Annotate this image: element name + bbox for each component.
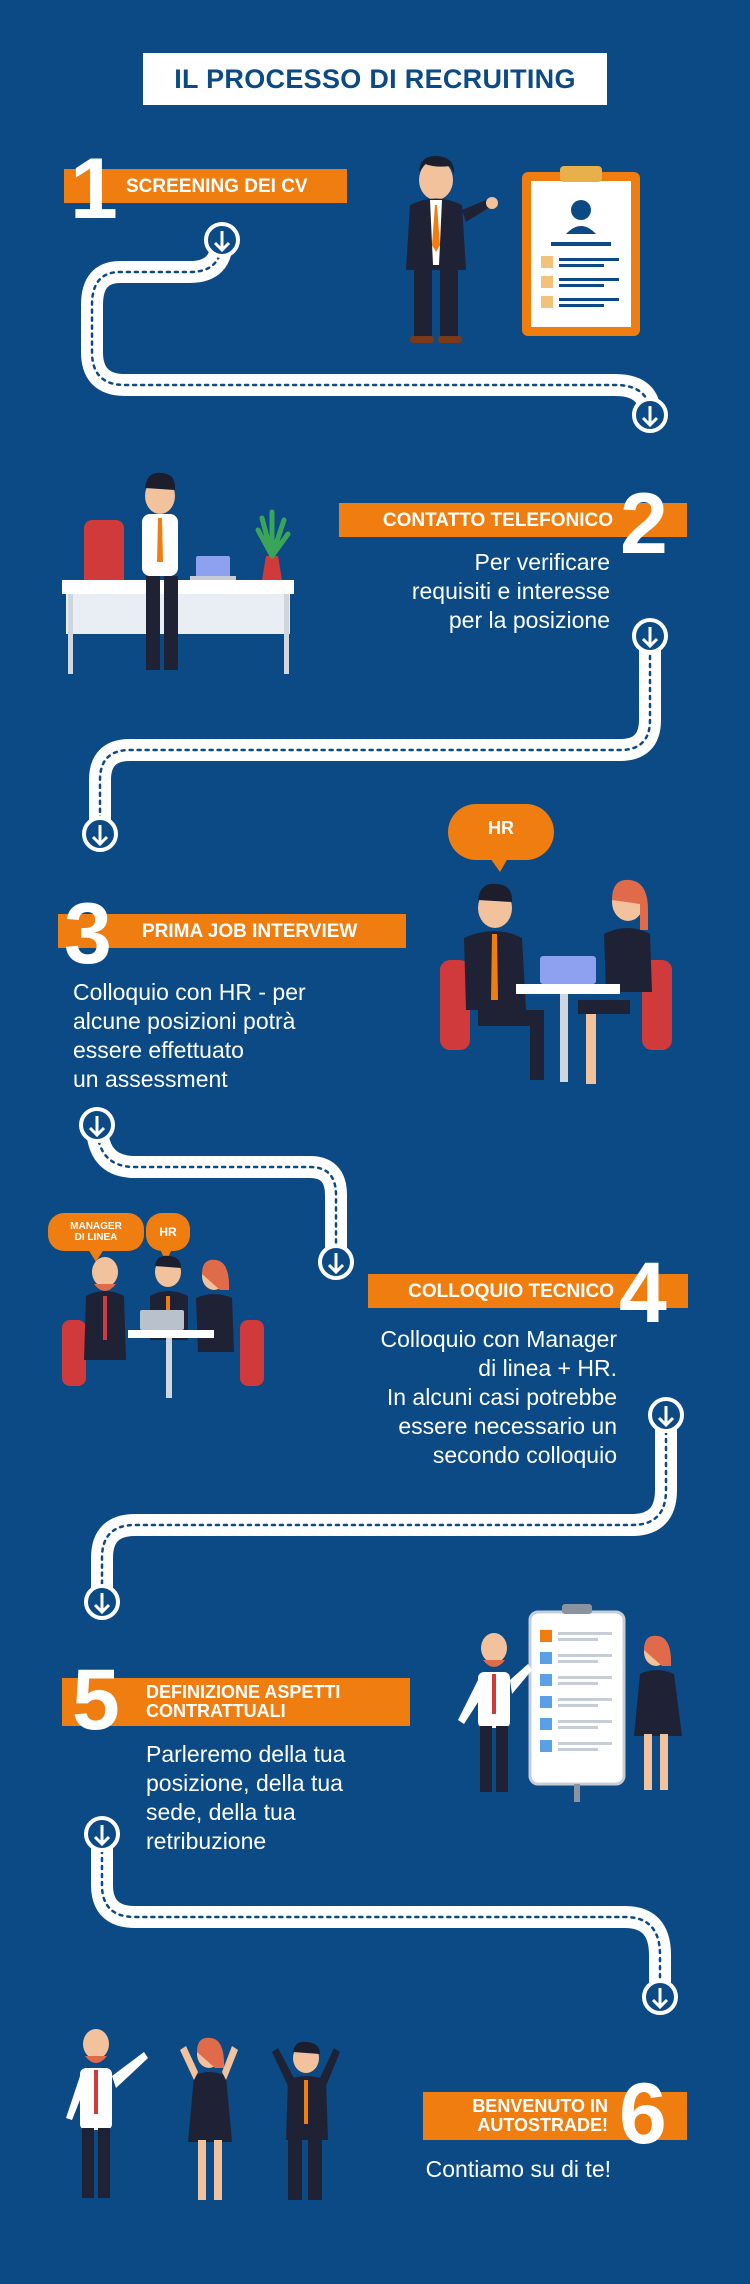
- step-5-description: Parleremo della tua posizione, della tua…: [146, 1741, 346, 1854]
- phone-desk-icon: [62, 472, 294, 674]
- step-2-label: CONTATTO TELEFONICO: [382, 510, 613, 531]
- step-5-bar: [62, 1678, 410, 1726]
- step-6-description: Contiamo su di te!: [425, 2156, 611, 2182]
- arrow-down-icon: [204, 222, 240, 258]
- step-3-label: PRIMA JOB INTERVIEW: [142, 921, 358, 942]
- step-6-label: BENVENUTO IN AUTOSTRADE!: [472, 2096, 608, 2135]
- step-4-description: Colloquio con Manager di linea + HR. In …: [380, 1326, 617, 1468]
- step-2-number: 2: [620, 476, 668, 572]
- step-1-label: SCREENING DEI CV: [126, 176, 308, 197]
- title-box: IL PROCESSO DI RECRUITING: [143, 53, 607, 105]
- step-3-description: Colloquio con HR - per alcune posizioni …: [73, 979, 306, 1092]
- arrow-down-icon: [632, 618, 668, 654]
- hr-bubble-label: HR: [488, 818, 514, 838]
- arrow-down-icon: [84, 1584, 120, 1620]
- manager-bubble-label: MANAGER DI LINEA: [70, 1221, 122, 1243]
- step-4-bar: [368, 1274, 688, 1308]
- manager-speech-bubble: [48, 1213, 144, 1262]
- step-3-bar: [58, 914, 406, 948]
- step-1-number: 1: [70, 141, 118, 237]
- presenter-woman-icon: [634, 1635, 682, 1790]
- businessman-pointing-icon: [406, 155, 498, 343]
- interview-table-icon: [440, 879, 672, 1084]
- arrow-down-icon: [79, 1107, 115, 1143]
- step-2-bar: [339, 503, 687, 537]
- arrow-down-icon: [642, 1979, 678, 2015]
- clipboard-cv-icon: [522, 166, 640, 336]
- step-5-label: DEFINIZIONE ASPETTI CONTRATTUALI: [146, 1682, 341, 1721]
- whiteboard-icon: [528, 1604, 626, 1802]
- page-title: IL PROCESSO DI RECRUITING: [174, 64, 576, 94]
- arrow-down-icon: [632, 397, 668, 433]
- step-3-number: 3: [64, 886, 112, 982]
- team-meeting-icon: [62, 1255, 264, 1398]
- arrow-down-icon: [82, 816, 118, 852]
- step-6-number: 6: [619, 2066, 667, 2162]
- step-5-number: 5: [72, 1652, 120, 1748]
- presenter-man-icon: [458, 1633, 532, 1792]
- celebrating-people-icon: [66, 2029, 340, 2200]
- hr-speech-bubble: [448, 804, 554, 872]
- step-2-description: Per verificare requisiti e interesse per…: [411, 549, 610, 633]
- hr-speech-bubble-small: [146, 1213, 190, 1262]
- hr-bubble-small-label: HR: [159, 1225, 177, 1239]
- arrow-down-icon: [648, 1397, 684, 1433]
- step-4-label: COLLOQUIO TECNICO: [408, 1281, 614, 1302]
- arrow-down-icon: [84, 1816, 120, 1852]
- arrow-down-icon: [318, 1244, 354, 1280]
- step-6-bar: [423, 2092, 687, 2140]
- step-4-number: 4: [619, 1245, 667, 1341]
- step-1-bar: [64, 169, 347, 203]
